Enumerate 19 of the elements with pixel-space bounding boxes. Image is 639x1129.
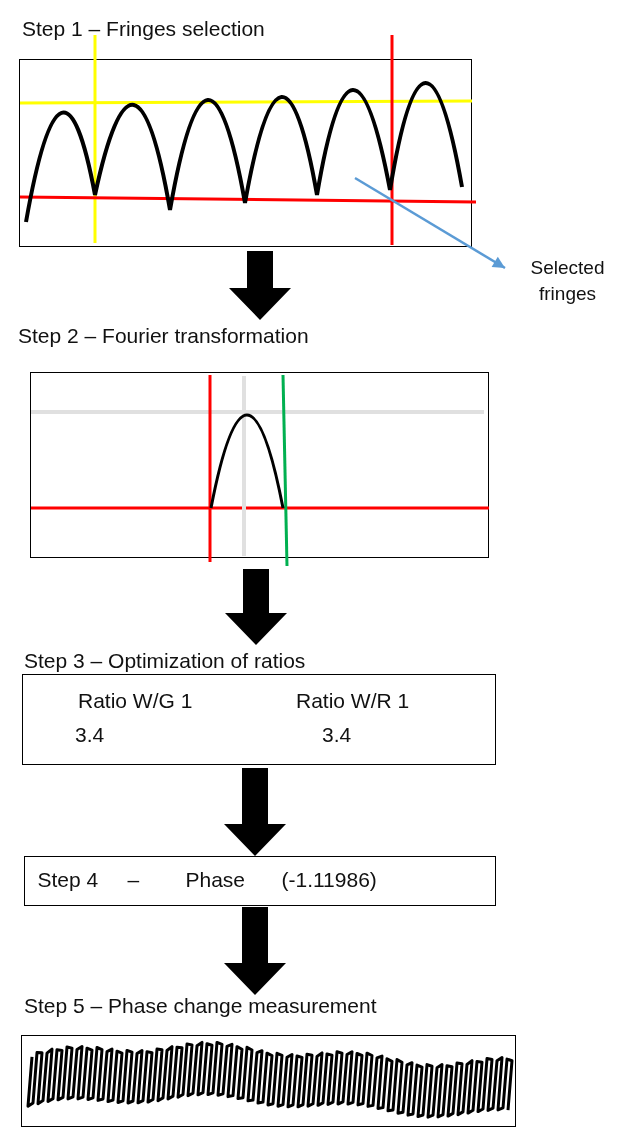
block-arrow — [229, 251, 291, 320]
step-title: Step 3 – Optimization of ratios — [24, 648, 306, 674]
dash: – — [127, 866, 140, 893]
ratio-value: 3.4 — [322, 722, 352, 748]
ratio-label: Ratio W/R 1 — [296, 688, 410, 714]
block-arrow — [224, 768, 286, 856]
ratio-value: 3.4 — [75, 722, 105, 748]
step-title: Step 5 – Phase change measurement — [24, 993, 377, 1019]
phase-label: Phase — [185, 866, 246, 893]
block-arrow — [225, 569, 287, 645]
leader-arrow — [354, 176, 506, 270]
block-arrow — [224, 907, 286, 995]
step-title: Step 1 – Fringes selection — [22, 16, 265, 42]
step-label: Step 4 — [37, 866, 99, 893]
step-title: Step 2 – Fourier transformation — [18, 323, 309, 349]
callout-label: Selected fringes — [505, 255, 630, 307]
ratio-label: Ratio W/G 1 — [78, 688, 193, 714]
step-box — [24, 856, 496, 906]
phase-value: (-1.11986) — [281, 866, 377, 893]
